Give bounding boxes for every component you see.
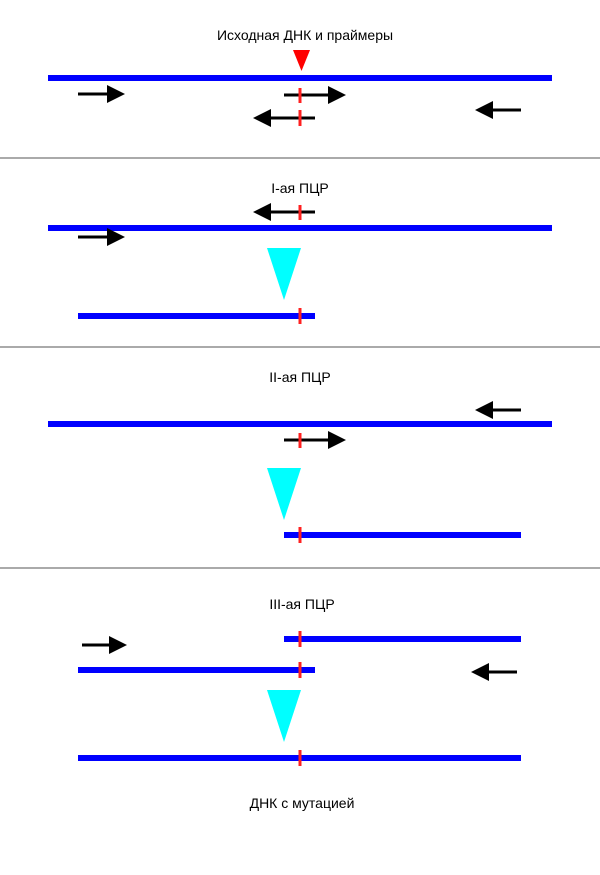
panel-original-dna: Исходная ДНК и праймеры: [48, 27, 552, 127]
result-arrow-icon: [267, 468, 301, 520]
panel-title: III-ая ПЦР: [269, 596, 334, 612]
panel-title: Исходная ДНК и праймеры: [217, 27, 393, 43]
panel-pcr-3: III-ая ПЦР ДНК с мутацией: [78, 596, 521, 811]
mutation-site-marker: [293, 50, 310, 71]
result-arrow-icon: [267, 248, 301, 300]
result-arrow-icon: [267, 690, 301, 742]
caption: ДНК с мутацией: [250, 795, 355, 811]
panel-title: I-ая ПЦР: [271, 180, 329, 196]
panel-pcr-2: II-ая ПЦР: [48, 369, 552, 543]
panel-title: II-ая ПЦР: [269, 369, 330, 385]
panel-pcr-1: I-ая ПЦР: [48, 180, 552, 324]
